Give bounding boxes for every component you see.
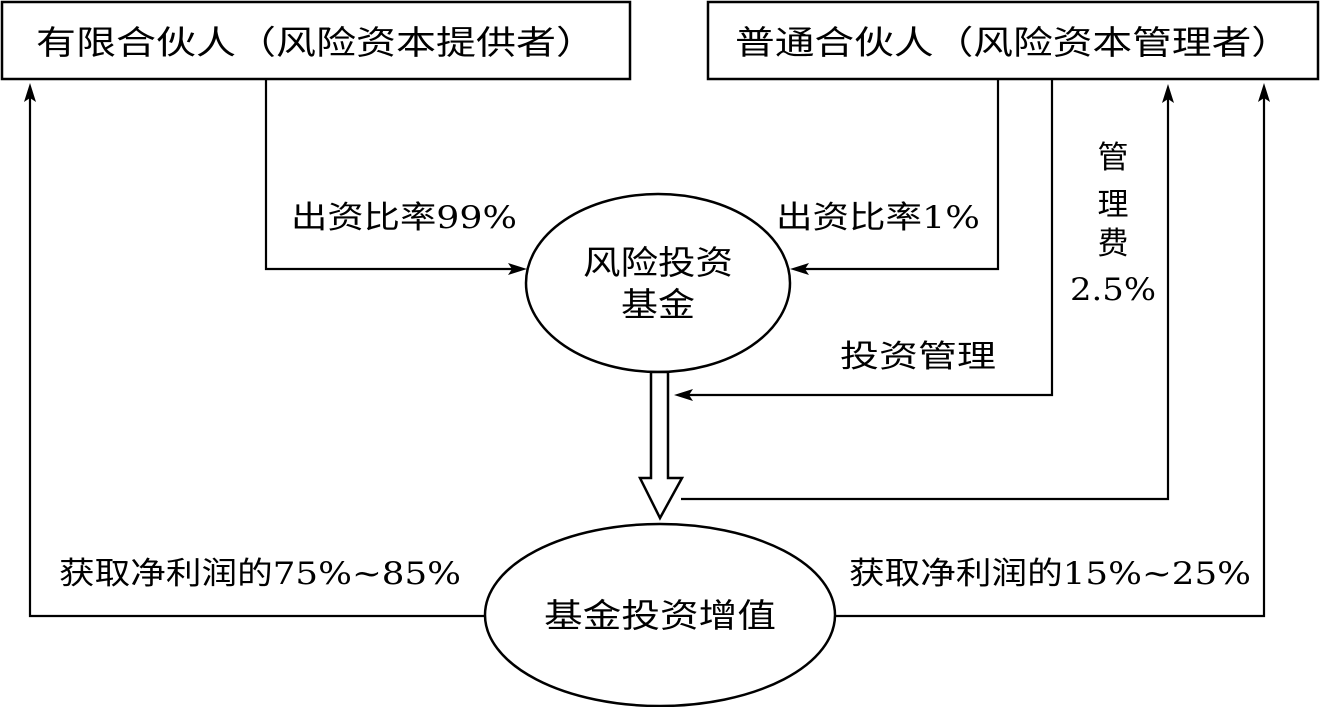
venture-fund-label-line2: 基金 xyxy=(621,285,695,324)
fund-appreciation-label: 基金投资增值 xyxy=(544,596,776,635)
fund-to-appreciation-arrow xyxy=(637,370,685,521)
management-fee-edge: 管 理 费 2.5% xyxy=(681,84,1174,501)
lp-profit-edge: 获取净利润的75%~85% xyxy=(24,83,485,618)
lp-contribution-line xyxy=(264,79,513,271)
management-fee-line xyxy=(681,98,1170,501)
lp-contribution-arrowhead xyxy=(508,263,527,275)
lp-contribution-label: 出资比率99% xyxy=(291,200,517,236)
lp-contribution-edge: 出资比率99% xyxy=(264,79,527,275)
management-fee-char-2: 理 xyxy=(1098,187,1129,223)
gp-profit-edge: 获取净利润的15%~25% xyxy=(835,83,1270,618)
management-fee-arrowhead xyxy=(1162,84,1174,103)
lp-profit-arrowhead xyxy=(24,83,36,102)
gp-profit-line xyxy=(835,97,1266,618)
management-fee-char-3: 费 xyxy=(1098,226,1129,262)
management-fee-char-1: 管 xyxy=(1098,140,1129,176)
investment-management-edge: 投资管理 xyxy=(674,79,1054,401)
gp-contribution-label: 出资比率1% xyxy=(776,200,980,236)
general-partner-box xyxy=(706,0,1320,81)
lp-profit-label: 获取净利润的75%~85% xyxy=(59,556,461,592)
limited-partner-label: 有限合伙人（风险资本提供者） xyxy=(36,23,596,62)
limited-partner-node: 有限合伙人（风险资本提供者） xyxy=(0,0,632,81)
fund-to-appreciation-hollow-arrow xyxy=(637,370,685,521)
gp-contribution-edge: 出资比率1% xyxy=(776,79,1000,275)
venture-fund-ellipse xyxy=(524,192,792,374)
fund-appreciation-node: 基金投资增值 xyxy=(483,522,837,707)
gp-contribution-arrowhead xyxy=(790,263,809,275)
investment-management-arrowhead xyxy=(674,389,693,401)
general-partner-label: 普通合伙人（风险资本管理者） xyxy=(735,23,1291,62)
management-fee-percent: 2.5% xyxy=(1070,272,1156,308)
investment-management-line xyxy=(688,79,1054,397)
limited-partner-box xyxy=(0,0,632,81)
venture-fund-node: 风险投资 基金 xyxy=(524,192,792,374)
gp-profit-arrowhead xyxy=(1258,83,1270,102)
gp-profit-label: 获取净利润的15%~25% xyxy=(849,556,1251,592)
general-partner-node: 普通合伙人（风险资本管理者） xyxy=(706,0,1320,81)
investment-management-label: 投资管理 xyxy=(840,339,996,375)
lp-profit-line xyxy=(28,97,485,618)
venture-fund-label-line1: 风险投资 xyxy=(583,243,733,282)
gp-contribution-line xyxy=(804,79,1000,271)
